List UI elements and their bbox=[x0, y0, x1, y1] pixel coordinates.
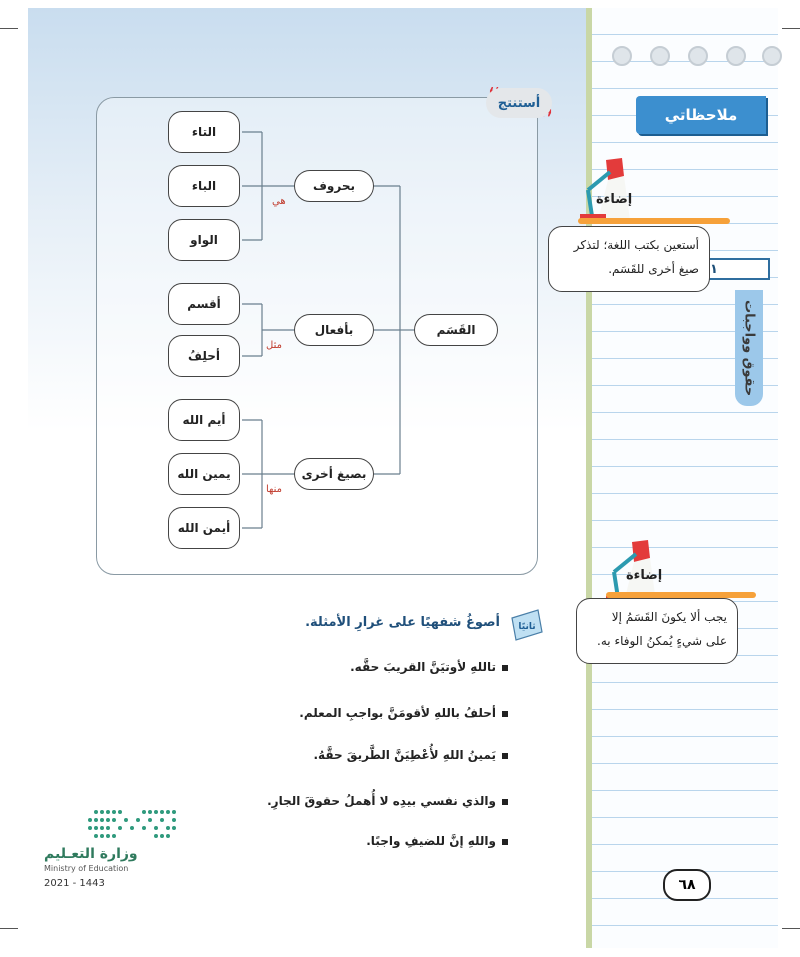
tip-divider bbox=[578, 218, 730, 224]
example-item: تاللهِ لأوتيَنَّ القريبَ حقَّه. bbox=[350, 660, 508, 674]
bullet-icon bbox=[502, 839, 508, 845]
binder-ring bbox=[726, 46, 746, 66]
tip-line: أستعين بكتب اللغة؛ لتذكر bbox=[559, 233, 699, 257]
chapter-number: ١ bbox=[700, 258, 770, 280]
tip-line: صيغ أخرى للقَسَم. bbox=[559, 257, 699, 281]
crop-mark bbox=[0, 928, 18, 929]
tip-line: على شيءٍ يُمكنُ الوفاء به. bbox=[587, 629, 727, 653]
concept-leaf: أحلِفُ bbox=[168, 335, 240, 377]
bullet-icon bbox=[502, 753, 508, 759]
concept-leaf: أيم الله bbox=[168, 399, 240, 441]
example-text: واللهِ إنَّ للضيفِ واجبًا. bbox=[366, 834, 496, 848]
section-badge-icon: ثانيًا bbox=[508, 608, 544, 642]
notes-title: ملاحظاتي bbox=[636, 96, 766, 134]
example-item: واللهِ إنَّ للضيفِ واجبًا. bbox=[366, 834, 508, 848]
binder-ring bbox=[688, 46, 708, 66]
concept-leaf: الباء bbox=[168, 165, 240, 207]
tip-box: يجب ألا يكونَ القَسَمُ إلا على شيءٍ يُمك… bbox=[576, 598, 738, 664]
edition-year: 2021 - 1443 bbox=[44, 878, 105, 889]
tip-line: يجب ألا يكونَ القَسَمُ إلا bbox=[587, 605, 727, 629]
concept-leaf: التاء bbox=[168, 111, 240, 153]
branch-relation: مثل bbox=[266, 340, 282, 351]
section-title: أصوغُ شفهيًا على غرارِ الأمثلة. bbox=[300, 615, 500, 630]
binder-ring bbox=[650, 46, 670, 66]
concept-leaf: أيمن الله bbox=[168, 507, 240, 549]
crop-mark bbox=[0, 28, 18, 29]
example-text: تاللهِ لأوتيَنَّ القريبَ حقَّه. bbox=[350, 660, 496, 674]
concept-branch: بحروف bbox=[294, 170, 374, 202]
branch-relation: هي bbox=[272, 196, 286, 207]
crop-mark bbox=[782, 928, 800, 929]
bullet-icon bbox=[502, 665, 508, 671]
bullet-icon bbox=[502, 711, 508, 717]
tip-title: إضاءة bbox=[626, 568, 662, 583]
tip-title: إضاءة bbox=[596, 192, 632, 207]
branch-relation: منها bbox=[266, 484, 282, 495]
notes-notebook bbox=[588, 8, 778, 948]
section-badge-label: ثانيًا bbox=[518, 622, 535, 632]
notebook-edge bbox=[586, 8, 592, 948]
ministry-name-ar: وزارة التعـليم bbox=[44, 846, 138, 862]
concept-root: القَسَم bbox=[414, 314, 498, 346]
concept-leaf: يمين الله bbox=[168, 453, 240, 495]
example-text: أحلفُ باللهِ لأقومَنَّ بواجبِ المعلم. bbox=[299, 706, 496, 720]
crop-mark bbox=[782, 28, 800, 29]
concept-leaf: أقسم bbox=[168, 283, 240, 325]
binder-ring bbox=[762, 46, 782, 66]
infer-badge: أستنتج bbox=[486, 88, 552, 118]
example-item: أحلفُ باللهِ لأقومَنَّ بواجبِ المعلم. bbox=[299, 706, 508, 720]
concept-leaf: الواو bbox=[168, 219, 240, 261]
example-item: والذي نفسي بيدِه لا أُهملُ حقوقَ الجارِ. bbox=[267, 794, 508, 808]
ministry-logo-icon bbox=[44, 806, 184, 846]
bullet-icon bbox=[502, 799, 508, 805]
chapter-label: حقوق وواجبات bbox=[742, 300, 757, 396]
chapter-tab: حقوق وواجبات bbox=[735, 290, 763, 406]
concept-branch: بصيغ أخرى bbox=[294, 458, 374, 490]
tip-box: أستعين بكتب اللغة؛ لتذكر صيغ أخرى للقَسَ… bbox=[548, 226, 710, 292]
concept-branch: بأفعال bbox=[294, 314, 374, 346]
example-text: والذي نفسي بيدِه لا أُهملُ حقوقَ الجارِ. bbox=[267, 794, 496, 808]
example-item: يَمينُ اللهِ لأُعْطِيَنَّ الطَّريقَ حقَّ… bbox=[314, 748, 509, 762]
example-text: يَمينُ اللهِ لأُعْطِيَنَّ الطَّريقَ حقَّ… bbox=[314, 748, 497, 762]
page-number: ٦٨ bbox=[663, 869, 711, 901]
ministry-name-en: Ministry of Education bbox=[44, 864, 128, 873]
binder-ring bbox=[612, 46, 632, 66]
